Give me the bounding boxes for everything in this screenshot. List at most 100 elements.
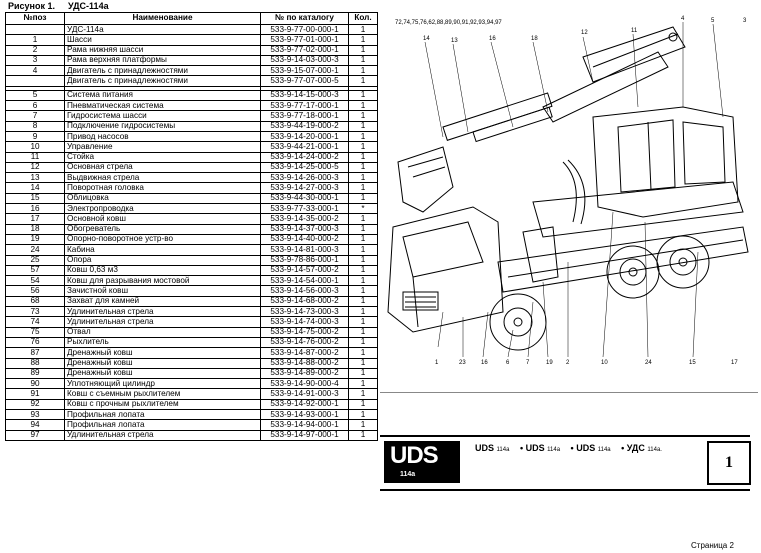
cell-name: Выдвижная стрела bbox=[64, 172, 261, 184]
cell-pos: 6 bbox=[5, 100, 65, 112]
cell-catalog: 533-9-14-75-000-2 bbox=[260, 326, 349, 338]
cell-qty: 1 bbox=[348, 367, 378, 380]
cell-catalog: 533-9-77-07-000-5 bbox=[260, 75, 349, 87]
cell-catalog: 533-9-14-24-000-2 bbox=[260, 151, 349, 163]
cell-catalog: 533-9-77-02-000-1 bbox=[260, 44, 349, 56]
variant: UDS 114a bbox=[475, 443, 510, 453]
cell-catalog: 533-9-14-92-000-1 bbox=[260, 398, 349, 410]
cell-catalog: 533-9-77-33-000-1 bbox=[260, 203, 349, 215]
cell-catalog: 533-9-14-87-000-2 bbox=[260, 347, 349, 359]
cell-catalog: 533-9-14-35-000-2 bbox=[260, 213, 349, 225]
cell-pos: 18 bbox=[5, 223, 65, 235]
divider-line bbox=[380, 392, 758, 393]
cell-catalog: 533-9-14-15-000-3 bbox=[260, 89, 349, 102]
cell-qty: 1 bbox=[348, 316, 378, 328]
cell-name: Захват для камней bbox=[64, 295, 261, 308]
cell-name: Подключение гидросистемы bbox=[64, 120, 261, 132]
cell-name: Зачистной ковш bbox=[64, 285, 261, 297]
cell-pos: 19 bbox=[5, 233, 65, 246]
callout: 7 bbox=[526, 360, 530, 366]
cell-name: Уплотняющий цилиндр bbox=[64, 378, 261, 390]
callout: 16 bbox=[481, 360, 488, 366]
cell-name: Удлинительная стрела bbox=[64, 429, 261, 441]
cell-name: Гидросистема шасси bbox=[64, 110, 261, 122]
callout: 12 bbox=[581, 30, 588, 36]
operator-cab bbox=[592, 106, 739, 218]
cell-pos: 88 bbox=[5, 357, 65, 369]
callout: 18 bbox=[531, 36, 538, 42]
cell-qty: 1 bbox=[348, 182, 378, 194]
cell-name: Шасси bbox=[64, 34, 261, 46]
callout: 3 bbox=[743, 18, 747, 24]
cell-name: Рама нижняя шасси bbox=[64, 44, 261, 56]
cell-name: Рыхлитель bbox=[64, 336, 261, 349]
cell-qty: 1 bbox=[348, 89, 378, 102]
col-header-qty: Кол. bbox=[348, 12, 378, 25]
cell-name: Дренажный ковш bbox=[64, 347, 261, 359]
cell-qty: 1 bbox=[348, 100, 378, 112]
cell-qty: 1 bbox=[348, 130, 378, 143]
cell-pos: 10 bbox=[5, 141, 65, 153]
cell-qty: 1 bbox=[348, 44, 378, 56]
cell-pos: 3 bbox=[5, 54, 65, 67]
figure-number-box: 1 bbox=[707, 441, 751, 485]
cell-pos: 75 bbox=[5, 326, 65, 338]
cell-pos: 76 bbox=[5, 336, 65, 349]
cell-name: Обогреватель bbox=[64, 223, 261, 235]
callout: 16 bbox=[489, 36, 496, 42]
cell-name: Профильная лопата bbox=[64, 419, 261, 431]
cell-name: Рама верхняя платформы bbox=[64, 54, 261, 67]
cell-name: Опора bbox=[64, 254, 261, 266]
cell-qty: 1 bbox=[348, 75, 378, 87]
cell-catalog: 533-9-14-97-000-1 bbox=[260, 429, 349, 441]
outrigger bbox=[522, 226, 559, 283]
cell-catalog: 533-9-14-91-000-3 bbox=[260, 388, 349, 400]
cell-qty: 1 bbox=[348, 244, 378, 256]
cell-pos: 73 bbox=[5, 306, 65, 318]
boom-arm-lower bbox=[542, 51, 669, 123]
truck-cab bbox=[387, 206, 504, 333]
cell-catalog: 533-9-14-81-000-3 bbox=[260, 244, 349, 256]
callout: 5 bbox=[711, 18, 715, 24]
cell-pos: 11 bbox=[5, 151, 65, 163]
callout: 17 bbox=[731, 360, 738, 366]
col-header-pos: №поз bbox=[5, 12, 65, 25]
cell-qty: 1 bbox=[348, 275, 378, 287]
cell-pos: 25 bbox=[5, 254, 65, 266]
cell-pos: 2 bbox=[5, 44, 65, 56]
cell-pos: 13 bbox=[5, 172, 65, 184]
cell-pos: 91 bbox=[5, 388, 65, 400]
cell-pos: 68 bbox=[5, 295, 65, 308]
variant: • УДС 114a. bbox=[621, 443, 662, 453]
variant: • UDS 114a bbox=[519, 443, 561, 453]
cell-pos: 97 bbox=[5, 429, 65, 441]
callout: 6 bbox=[506, 360, 510, 366]
cell-catalog: 533-9-77-00-000-1 bbox=[260, 23, 349, 36]
variant: • UDS 114a bbox=[570, 443, 611, 453]
cell-pos: 14 bbox=[5, 182, 65, 194]
cell-catalog: 533-9-14-27-000-3 bbox=[260, 182, 349, 194]
cell-pos: 24 bbox=[5, 244, 65, 256]
model-label: УДС-114а bbox=[68, 1, 109, 11]
chassis-frame bbox=[497, 226, 749, 293]
cell-qty: 1 bbox=[348, 264, 378, 277]
cell-name: УДС-114а bbox=[64, 23, 261, 36]
